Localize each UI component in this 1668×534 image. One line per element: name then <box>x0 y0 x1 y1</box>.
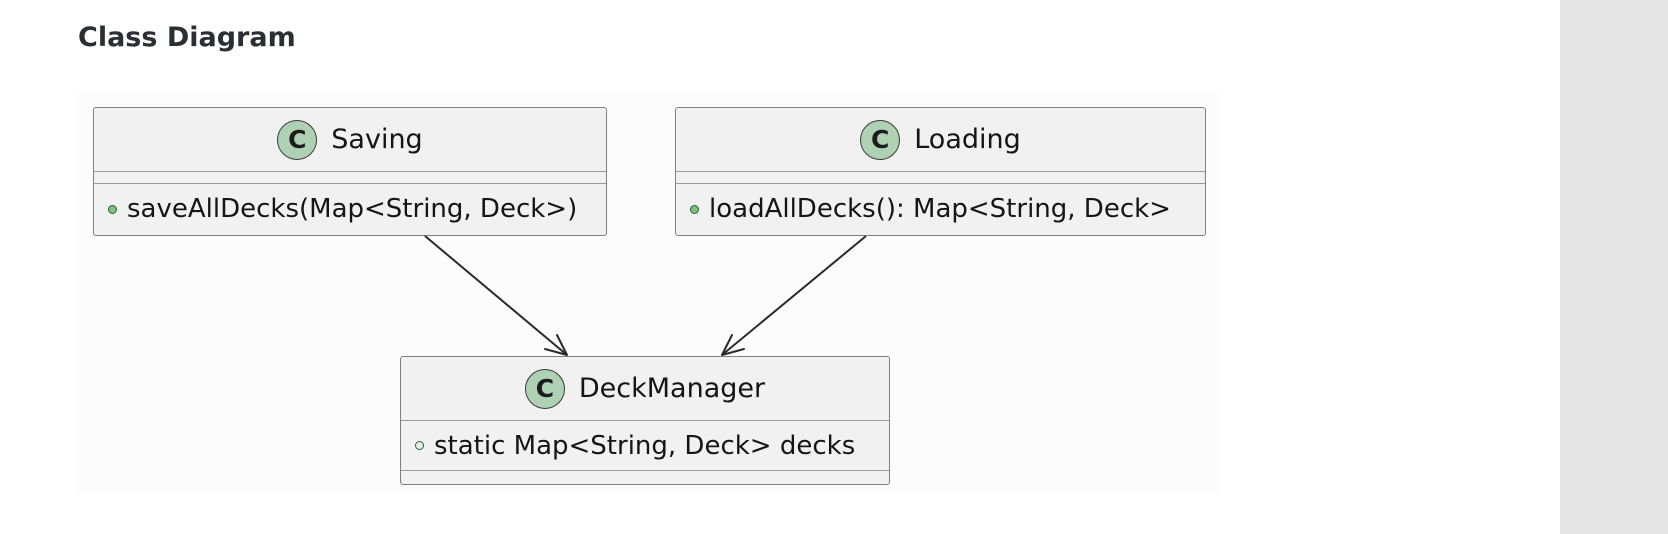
class-saving-fields <box>94 172 606 184</box>
class-deckmanager-methods <box>401 471 889 483</box>
class-stereotype-icon: C <box>860 119 901 160</box>
class-deckmanager: C DeckManager static Map<String, Deck> d… <box>400 356 890 485</box>
class-stereotype-icon: C <box>524 368 565 409</box>
class-name: DeckManager <box>578 373 766 404</box>
page-title: Class Diagram <box>78 22 296 53</box>
right-sidebar <box>1560 0 1668 534</box>
public-visibility-icon <box>108 204 117 214</box>
class-deckmanager-header: C DeckManager <box>401 357 889 421</box>
public-visibility-icon <box>690 204 699 214</box>
class-loading-header: C Loading <box>676 108 1205 172</box>
method-signature: loadAllDecks(): Map<String, Deck> <box>709 194 1171 224</box>
class-saving: C Saving saveAllDecks(Map<String, Deck>) <box>93 107 607 236</box>
field-signature: static Map<String, Deck> decks <box>434 430 856 461</box>
field-row: static Map<String, Deck> decks <box>401 421 889 470</box>
class-name: Loading <box>914 124 1021 155</box>
public-field-visibility-icon <box>415 441 424 450</box>
class-saving-header: C Saving <box>94 108 606 172</box>
method-row: loadAllDecks(): Map<String, Deck> <box>676 184 1205 234</box>
method-row: saveAllDecks(Map<String, Deck>) <box>94 184 606 234</box>
class-deckmanager-fields: static Map<String, Deck> decks <box>401 421 889 471</box>
class-saving-methods: saveAllDecks(Map<String, Deck>) <box>94 184 606 234</box>
class-stereotype-icon: C <box>277 119 318 160</box>
class-loading: C Loading loadAllDecks(): Map<String, De… <box>675 107 1206 236</box>
class-loading-methods: loadAllDecks(): Map<String, Deck> <box>676 184 1205 234</box>
method-signature: saveAllDecks(Map<String, Deck>) <box>127 194 578 224</box>
class-name: Saving <box>331 124 423 155</box>
class-loading-fields <box>676 172 1205 184</box>
